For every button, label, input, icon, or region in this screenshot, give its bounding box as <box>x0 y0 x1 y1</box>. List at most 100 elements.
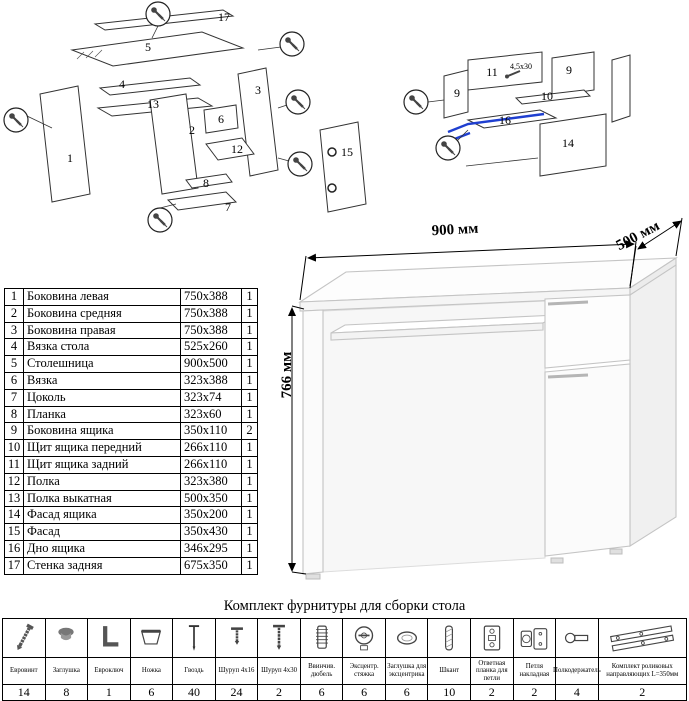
parts-cell-qty: 1 <box>241 523 258 541</box>
parts-cell-num: 16 <box>4 539 24 558</box>
hardware-item-qty: 4 <box>556 684 598 700</box>
cam-lock-icon <box>343 619 385 657</box>
hardware-item-label: Шкант <box>428 657 471 684</box>
parts-cell-qty: 1 <box>241 472 258 491</box>
hardware-item-qty: 1 <box>88 684 130 700</box>
parts-cell-name: Боковина средняя <box>23 304 181 323</box>
hex-key-icon <box>88 619 130 657</box>
exploded-diagram-drawer <box>403 51 631 177</box>
parts-cell-name: Столешница <box>23 355 181 373</box>
parts-cell-num: 5 <box>4 355 24 373</box>
parts-cell-size: 900x500 <box>180 355 242 373</box>
parts-cell-qty: 1 <box>241 489 258 508</box>
parts-cell-size: 346x295 <box>180 539 242 558</box>
euro-screw-icon <box>3 619 45 657</box>
parts-cell-size: 350x430 <box>180 523 242 541</box>
parts-cell-num: 12 <box>4 472 24 491</box>
hardware-item-qty: 6 <box>130 684 173 700</box>
parts-cell-name: Вязка стола <box>23 338 181 357</box>
hardware-item-qty: 2 <box>598 684 686 700</box>
parts-cell-num: 11 <box>4 455 24 474</box>
hardware-item-qty: 8 <box>45 684 88 700</box>
parts-cell-size: 350x110 <box>180 422 242 441</box>
cam-cap-icon <box>386 619 428 657</box>
hardware-item-label: Евровинт <box>3 657 45 684</box>
hardware-item-label: Заглушка <box>45 657 88 684</box>
hardware-item-label: Шуруп 4x16 <box>215 657 258 684</box>
diagram-part-label: 17 <box>218 10 230 24</box>
diagram-part-label: 9 <box>566 63 572 77</box>
diagram-part-label: 12 <box>231 142 243 156</box>
diagram-part-label: 2 <box>189 123 195 137</box>
parts-cell-name: Планка <box>23 405 181 424</box>
parts-cell-name: Дно ящика <box>23 539 181 558</box>
hardware-item-label: Ответная планка для петли <box>471 657 513 684</box>
hardware-item-qty: 2 <box>513 684 556 700</box>
diagram-part-label: 6 <box>218 112 224 126</box>
hardware-item-label: Петля накладная <box>513 657 556 684</box>
dowel-icon <box>428 619 470 657</box>
leg-icon <box>131 619 173 657</box>
height-dimension-label: 766 мм <box>279 351 295 399</box>
hardware-item-qty: 6 <box>343 684 385 700</box>
parts-cell-qty: 1 <box>241 556 258 575</box>
hardware-item-qty: 10 <box>428 684 471 700</box>
hinge-icon <box>514 619 556 657</box>
parts-cell-num: 3 <box>4 321 24 340</box>
hardware-kit-section: Комплект фурнитуры для сборки стола Евро… <box>2 598 687 701</box>
hardware-item-qty: 6 <box>385 684 428 700</box>
parts-cell-num: 13 <box>4 489 24 508</box>
hardware-item-qty: 2 <box>471 684 513 700</box>
screw-4x30-icon <box>258 619 300 657</box>
hardware-item-label: Ввинчив. дюбель <box>300 657 343 684</box>
dimension-lines <box>288 217 683 575</box>
parts-cell-num: 17 <box>4 556 24 575</box>
parts-cell-size: 323x388 <box>180 371 242 390</box>
hardware-item-qty: 2 <box>258 684 300 700</box>
parts-cell-size: 266x110 <box>180 455 242 474</box>
parts-cell-qty: 1 <box>241 371 258 390</box>
parts-cell-name: Полка <box>23 472 181 491</box>
hardware-item-label: Заглушка для эксцентрика <box>385 657 428 684</box>
parts-cell-qty: 1 <box>241 355 258 373</box>
desk-drawing <box>298 256 678 580</box>
parts-cell-name: Вязка <box>23 371 181 390</box>
parts-cell-qty: 1 <box>241 506 258 525</box>
exploded-diagram-main <box>3 1 367 233</box>
parts-cell-size: 525x260 <box>180 338 242 357</box>
diagram-part-label: 10 <box>541 89 553 103</box>
hardware-item-label: Эксцентр. стяжка <box>343 657 385 684</box>
parts-cell-size: 323x380 <box>180 472 242 491</box>
parts-cell-qty: 1 <box>241 321 258 340</box>
parts-cell-size: 266x110 <box>180 439 242 457</box>
parts-cell-qty: 1 <box>241 388 258 407</box>
roller-guides-icon <box>599 619 686 657</box>
parts-cell-num: 10 <box>4 439 24 457</box>
parts-cell-num: 4 <box>4 338 24 357</box>
hardware-item-qty: 24 <box>215 684 258 700</box>
hardware-item-qty: 14 <box>3 684 45 700</box>
shelf-pin-icon <box>556 619 598 657</box>
diagram-part-label: 11 <box>486 65 498 79</box>
parts-cell-name: Щит ящика задний <box>23 455 181 474</box>
